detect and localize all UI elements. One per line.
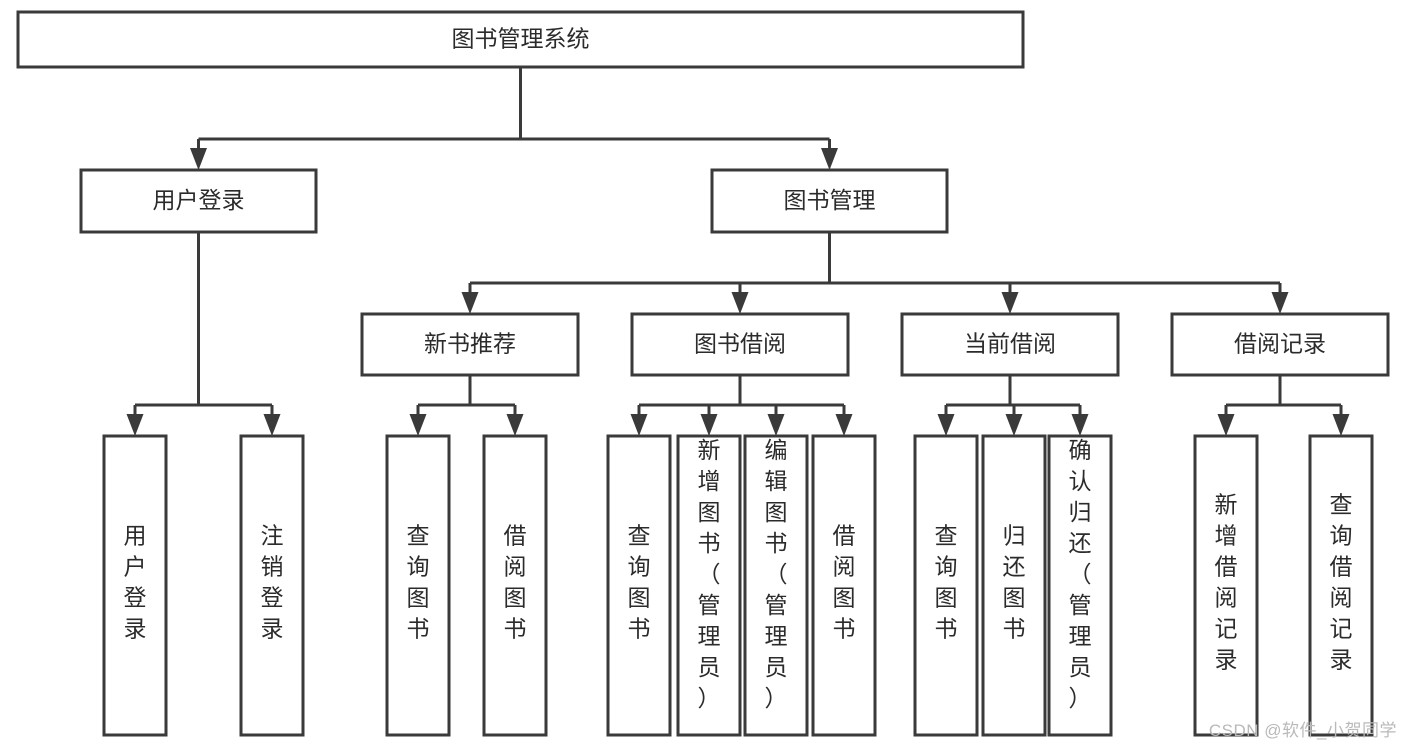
arrow-head-borrow-record bbox=[1271, 292, 1289, 314]
node-label: 确认归还（管理员） bbox=[1069, 437, 1092, 711]
node-label: 用户登录 bbox=[124, 523, 147, 642]
watermark-text: CSDN @软件_小贺同学 bbox=[1208, 721, 1397, 740]
node-leaf-borrow-book-1[interactable]: 借阅图书 bbox=[482, 434, 548, 737]
node-label: 新增借阅记录 bbox=[1215, 492, 1238, 673]
node-box bbox=[811, 434, 877, 737]
node-borrow-record[interactable]: 借阅记录 bbox=[1170, 312, 1390, 377]
node-leaf-query-book-1[interactable]: 查询图书 bbox=[385, 434, 451, 737]
node-box bbox=[606, 434, 672, 737]
arrow-head-current-borrow bbox=[1001, 292, 1019, 314]
node-label: 归还图书 bbox=[1003, 523, 1026, 642]
node-layer: 图书管理系统用户登录图书管理新书推荐图书借阅当前借阅借阅记录用户登录注销登录查询… bbox=[16, 10, 1390, 737]
node-box bbox=[102, 434, 168, 737]
node-current-borrow[interactable]: 当前借阅 bbox=[900, 312, 1120, 377]
node-box bbox=[981, 434, 1047, 737]
node-book-manage[interactable]: 图书管理 bbox=[710, 168, 949, 234]
node-box bbox=[1308, 434, 1374, 737]
node-label: 用户登录 bbox=[153, 187, 245, 213]
node-box bbox=[385, 434, 451, 737]
arrow-head-leaf-add-book bbox=[700, 414, 718, 436]
node-leaf-borrow-book-2[interactable]: 借阅图书 bbox=[811, 434, 877, 737]
node-label: 注销登录 bbox=[261, 523, 284, 642]
node-leaf-edit-book[interactable]: 编辑图书（管理员） bbox=[743, 434, 809, 737]
arrow-head-leaf-user-login bbox=[126, 414, 144, 436]
node-box bbox=[743, 434, 809, 737]
node-label: 查询借阅记录 bbox=[1330, 492, 1353, 673]
node-box bbox=[239, 434, 305, 737]
node-label: 新书推荐 bbox=[424, 331, 516, 357]
node-box bbox=[630, 312, 850, 377]
node-box bbox=[1193, 434, 1259, 737]
node-label: 图书管理系统 bbox=[452, 26, 590, 52]
node-box bbox=[360, 312, 580, 377]
node-box bbox=[1170, 312, 1390, 377]
arrow-head-leaf-return-book bbox=[1005, 414, 1023, 436]
node-leaf-user-login[interactable]: 用户登录 bbox=[102, 434, 168, 737]
node-root-图书管理系统[interactable]: 图书管理系统 bbox=[16, 10, 1025, 69]
arrow-head-new-book-rec bbox=[461, 292, 479, 314]
node-box bbox=[676, 434, 742, 737]
arrow-head-leaf-add-record bbox=[1217, 414, 1235, 436]
node-leaf-add-record[interactable]: 新增借阅记录 bbox=[1193, 434, 1259, 737]
arrow-head-user-login bbox=[190, 148, 207, 170]
connector-layer bbox=[126, 67, 1350, 436]
arrow-head-leaf-query-book-3 bbox=[937, 414, 955, 436]
node-leaf-query-book-3[interactable]: 查询图书 bbox=[913, 434, 979, 737]
node-book-borrow[interactable]: 图书借阅 bbox=[630, 312, 850, 377]
node-label: 查询图书 bbox=[935, 523, 958, 642]
arrow-head-leaf-borrow-book-1 bbox=[506, 414, 524, 436]
node-leaf-query-book-2[interactable]: 查询图书 bbox=[606, 434, 672, 737]
node-box bbox=[710, 168, 949, 234]
node-label: 编辑图书（管理员） bbox=[765, 437, 788, 711]
arrow-head-leaf-query-record bbox=[1332, 414, 1350, 436]
node-label: 借阅图书 bbox=[833, 523, 856, 642]
node-label: 图书管理 bbox=[784, 187, 876, 213]
arrow-head-book-borrow bbox=[731, 292, 749, 314]
node-label: 借阅图书 bbox=[504, 523, 527, 642]
node-leaf-query-record[interactable]: 查询借阅记录 bbox=[1308, 434, 1374, 737]
node-label: 借阅记录 bbox=[1234, 331, 1326, 357]
arrow-head-leaf-confirm-return bbox=[1071, 414, 1089, 436]
node-label: 查询图书 bbox=[407, 523, 430, 642]
node-new-book-rec[interactable]: 新书推荐 bbox=[360, 312, 580, 377]
arrow-head-leaf-borrow-book-2 bbox=[835, 414, 853, 436]
node-box bbox=[900, 312, 1120, 377]
node-box bbox=[913, 434, 979, 737]
node-label: 查询图书 bbox=[628, 523, 651, 642]
arrow-head-book-manage bbox=[821, 148, 838, 170]
node-box bbox=[1047, 434, 1113, 737]
arrow-head-leaf-query-book-1 bbox=[409, 414, 427, 436]
arrow-head-leaf-edit-book bbox=[767, 414, 785, 436]
arrow-head-leaf-logout bbox=[263, 414, 281, 436]
node-label: 当前借阅 bbox=[964, 331, 1056, 357]
node-box bbox=[482, 434, 548, 737]
node-leaf-return-book[interactable]: 归还图书 bbox=[981, 434, 1047, 737]
node-leaf-logout[interactable]: 注销登录 bbox=[239, 434, 305, 737]
node-leaf-add-book[interactable]: 新增图书（管理员） bbox=[676, 434, 742, 737]
node-box bbox=[16, 10, 1025, 69]
arrow-head-leaf-query-book-2 bbox=[630, 414, 648, 436]
node-user-login[interactable]: 用户登录 bbox=[79, 168, 318, 234]
node-label: 新增图书（管理员） bbox=[698, 437, 721, 711]
node-label: 图书借阅 bbox=[694, 331, 786, 357]
node-leaf-confirm-return[interactable]: 确认归还（管理员） bbox=[1047, 434, 1113, 737]
node-box bbox=[79, 168, 318, 234]
